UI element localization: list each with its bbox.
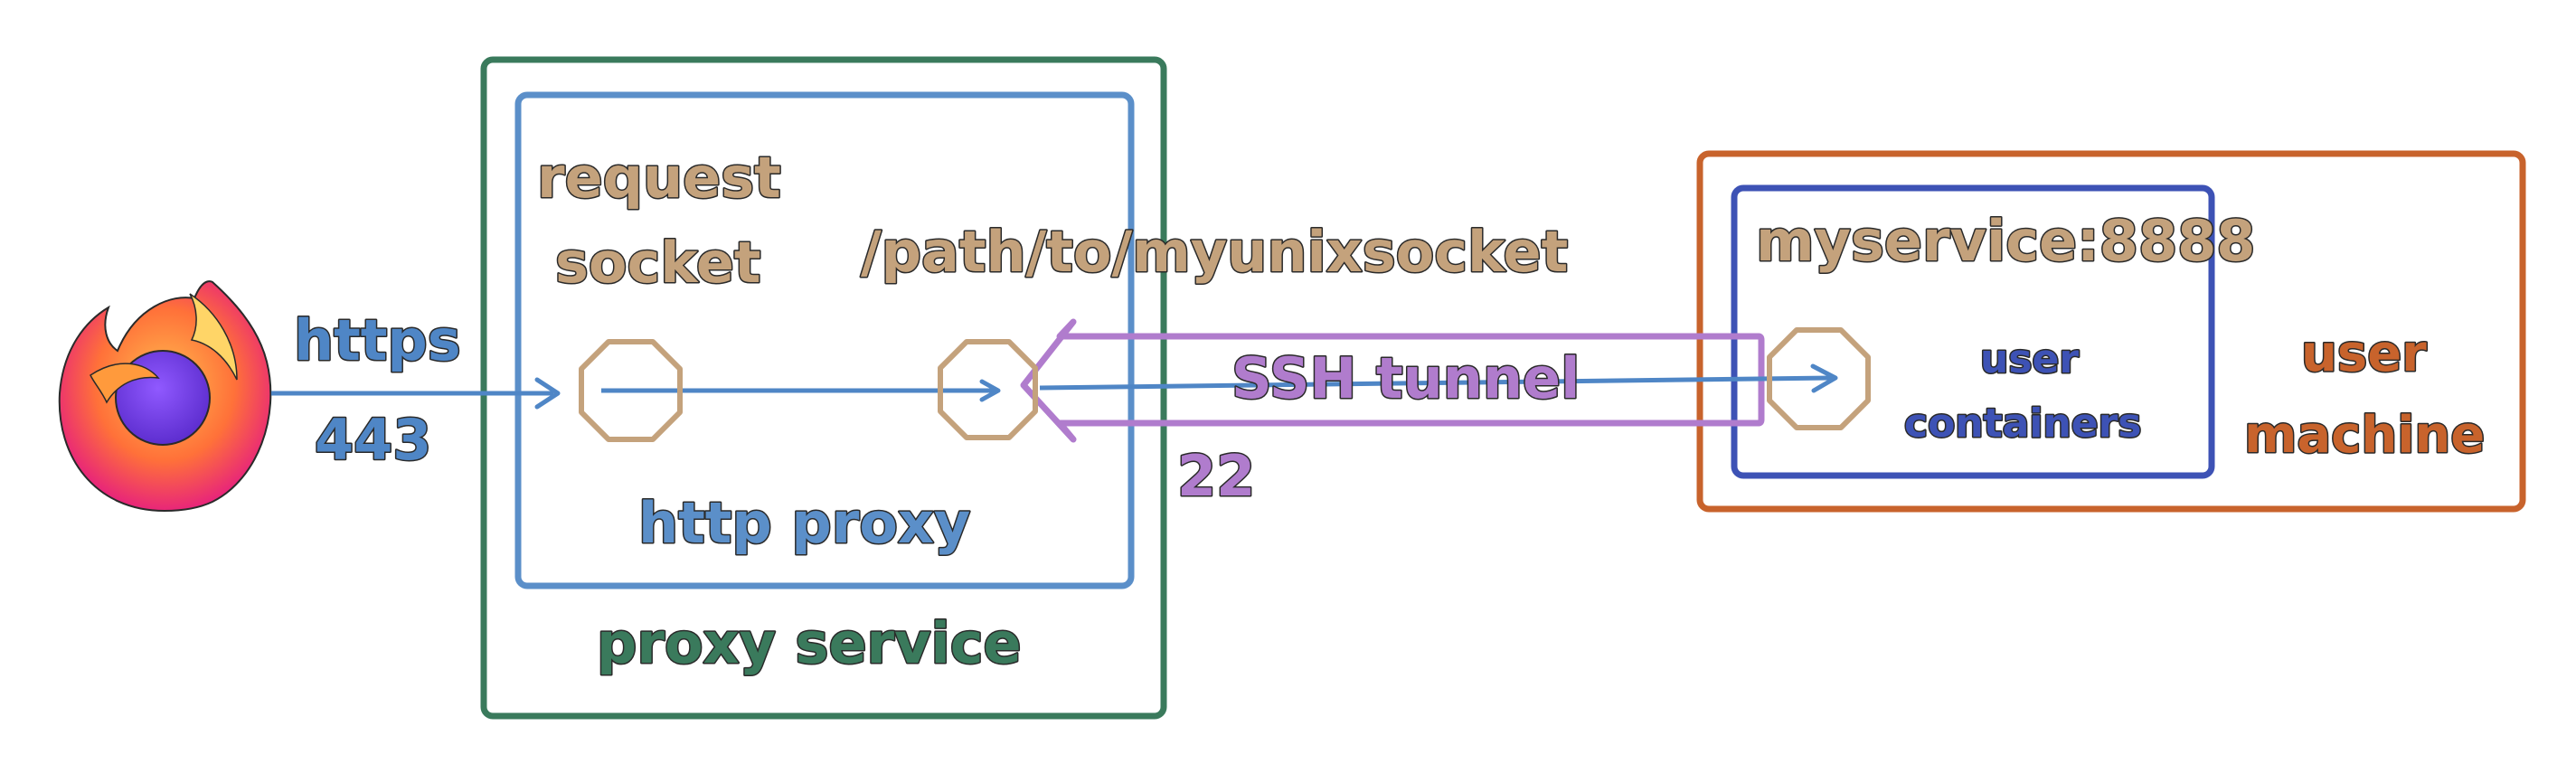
user-machine-label-line1: user bbox=[2301, 325, 2427, 383]
port-22-label: 22 bbox=[1177, 443, 1255, 509]
request-socket-label-line1: request bbox=[537, 145, 781, 211]
user-machine-label-line2: machine bbox=[2244, 406, 2485, 465]
firefox-logo-icon bbox=[58, 280, 272, 513]
http-proxy-box bbox=[514, 91, 1135, 589]
proxy-internal-arrow bbox=[601, 379, 1001, 402]
port-443-label: 443 bbox=[315, 407, 431, 473]
user-containers-box bbox=[1731, 184, 2215, 479]
tunnel-forward-arrow bbox=[1039, 363, 1838, 393]
proxy-service-label: proxy service bbox=[597, 610, 1022, 676]
myservice-label: myservice:8888 bbox=[1756, 208, 2255, 274]
unix-socket-path-label: /path/to/myunixsocket bbox=[861, 219, 1568, 285]
user-machine-box bbox=[1696, 150, 2526, 513]
ssh-tunnel-label: SSH tunnel bbox=[1231, 345, 1580, 411]
https-arrow bbox=[271, 377, 561, 410]
user-containers-label-line1: user bbox=[1980, 336, 2079, 382]
request-socket-node bbox=[579, 339, 683, 442]
myservice-node bbox=[1767, 327, 1871, 430]
http-proxy-label: http proxy bbox=[638, 490, 970, 556]
unix-socket-node bbox=[938, 339, 1038, 440]
user-containers-label-line2: containers bbox=[1904, 401, 2142, 447]
request-socket-label-line2: socket bbox=[555, 230, 761, 296]
ssh-tunnel-outline bbox=[1020, 318, 1765, 443]
https-label: https bbox=[294, 307, 461, 373]
